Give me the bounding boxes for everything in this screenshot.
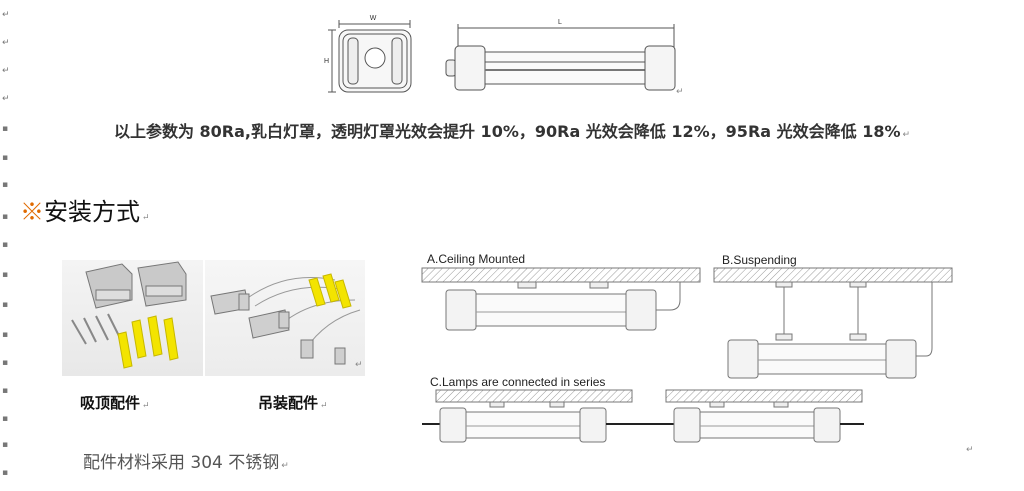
height-label: H (324, 58, 329, 65)
paragraph-mark: ▪ (2, 240, 9, 250)
material-note: 配件材料采用 304 不锈钢↵ (83, 448, 289, 473)
paragraph-mark: ▪ (2, 358, 9, 368)
ceiling-mounted-label: A.Ceiling Mounted (427, 252, 526, 266)
paragraph-mark: ↵ (142, 213, 150, 223)
paragraph-mark: ↵ (676, 87, 684, 97)
series-connection-diagram (422, 389, 864, 443)
paragraph-mark: ↵ (902, 130, 911, 140)
paragraph-mark: ↵ (2, 94, 10, 104)
paragraph-mark: ↵ (2, 66, 10, 76)
section-heading: ※安装方式↵ (20, 192, 150, 227)
ceiling-mounted-diagram (421, 267, 701, 331)
paragraph-mark: ↵ (320, 401, 328, 411)
spec-note-text: 以上参数为 80Ra,乳白灯罩，透明灯罩光效会提升 10%，90Ra 光效会降低… (113, 122, 901, 141)
paragraph-mark: ▪ (2, 330, 9, 340)
suspending-accessories-photo: ↵ (205, 260, 365, 376)
length-label: L (558, 19, 562, 26)
paragraph-mark: ▪ (2, 270, 9, 280)
paragraph-mark: ▪ (2, 300, 9, 310)
paragraph-mark: ▪ (2, 440, 9, 450)
series-connection-label: C.Lamps are connected in series (430, 375, 606, 389)
caption-text: 吸顶配件 (80, 394, 141, 412)
installation-diagrams: ↵ (421, 267, 974, 455)
end-cap-section-drawing (328, 20, 412, 93)
paragraph-mark: ▪ (2, 180, 9, 190)
paragraph-mark: ▪ (2, 468, 9, 478)
paragraph-mark: ↵ (2, 10, 10, 20)
ceiling-mount-accessories-photo (62, 260, 203, 376)
caption-text: 吊装配件 (258, 394, 319, 412)
paragraph-mark: ↵ (281, 461, 289, 471)
material-note-text: 配件材料采用 304 不锈钢 (83, 453, 280, 473)
width-label: W (370, 15, 377, 22)
side-view-drawing (445, 24, 676, 91)
paragraph-mark: ↵ (142, 401, 150, 411)
paragraph-mark: ▪ (2, 124, 9, 134)
paragraph-mark: ▪ (2, 386, 9, 396)
reference-mark-icon: ※ (20, 198, 44, 226)
paragraph-mark: ▪ (2, 212, 9, 222)
paragraph-mark: ↵ (2, 38, 10, 48)
paragraph-mark: ▪ (2, 414, 9, 424)
suspending-accessories-caption: 吊装配件↵ (258, 392, 328, 413)
paragraph-mark: ↵ (355, 360, 363, 370)
section-title: 安装方式 (44, 198, 140, 226)
spec-note-paragraph: 以上参数为 80Ra,乳白灯罩，透明灯罩光效会提升 10%，90Ra 光效会降低… (0, 118, 1024, 142)
suspending-diagram (713, 267, 953, 379)
dimension-drawing: W H L ↵ (324, 15, 684, 97)
suspending-label: B.Suspending (722, 253, 797, 267)
ceiling-accessories-caption: 吸顶配件↵ (80, 392, 150, 413)
paragraph-mark: ↵ (966, 445, 974, 455)
paragraph-mark: ▪ (2, 153, 9, 163)
